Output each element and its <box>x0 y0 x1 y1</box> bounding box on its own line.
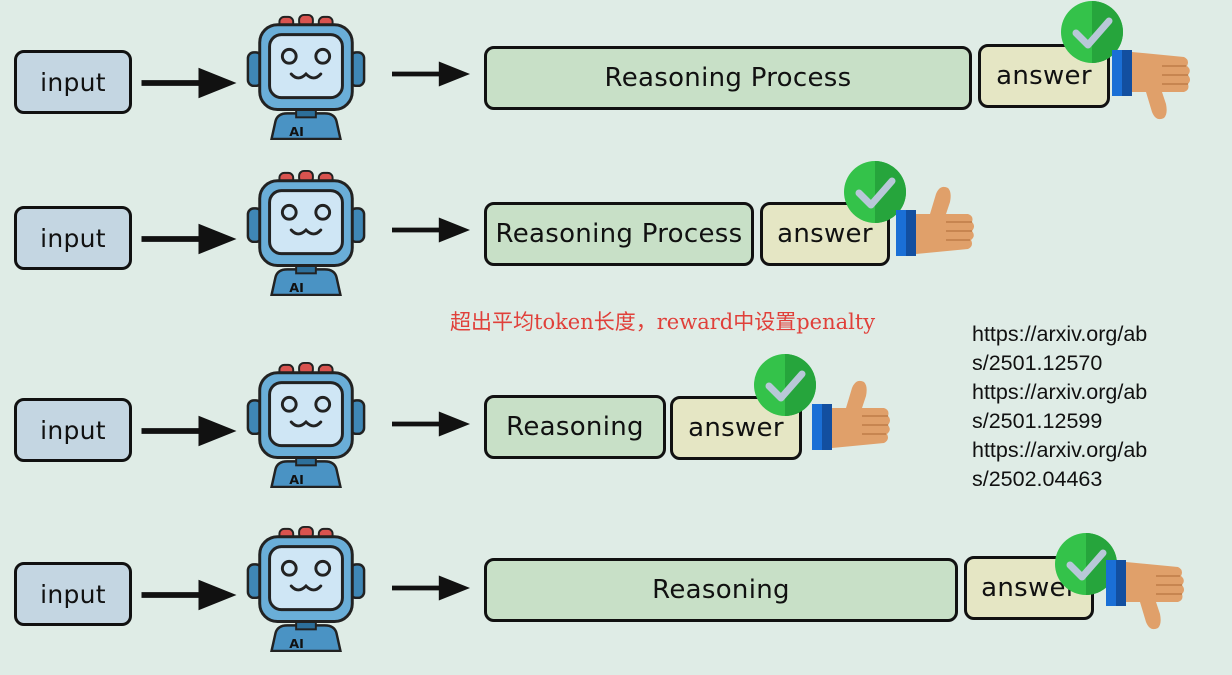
robot-icon <box>242 10 370 140</box>
penalty-annotation: 超出平均token长度，reward中设置penalty <box>450 310 876 334</box>
arrow-icon <box>140 220 238 258</box>
reference-links: https://arxiv.org/ab s/2501.12570 https:… <box>972 320 1192 494</box>
input-box: input <box>14 398 132 462</box>
pipeline-row-3: input Reasoning answer <box>0 350 1232 510</box>
reasoning-box: Reasoning <box>484 558 958 622</box>
robot-icon <box>242 522 370 652</box>
reference-link-line[interactable]: https://arxiv.org/ab <box>972 380 1148 404</box>
check-icon <box>753 353 817 417</box>
reference-link-line[interactable]: s/2502.04463 <box>972 467 1103 491</box>
reasoning-box: Reasoning <box>484 395 666 459</box>
arrow-icon <box>392 214 470 246</box>
arrow-icon <box>392 572 470 604</box>
pipeline-row-1: input Reasoning Process answer <box>0 0 1232 160</box>
input-box: input <box>14 50 132 114</box>
answer-box: answer <box>670 396 802 460</box>
thumbs-up-icon <box>896 180 976 260</box>
reasoning-box: Reasoning Process <box>484 202 754 266</box>
arrow-icon <box>140 576 238 614</box>
thumbs-down-icon <box>1112 46 1192 126</box>
answer-box: answer <box>760 202 890 266</box>
input-box: input <box>14 206 132 270</box>
reference-link-line[interactable]: s/2501.12599 <box>972 409 1103 433</box>
arrow-icon <box>392 58 470 90</box>
reference-link-line[interactable]: https://arxiv.org/ab <box>972 322 1148 346</box>
pipeline-row-4: input Reasoning answer <box>0 514 1232 674</box>
robot-icon <box>242 166 370 296</box>
robot-icon <box>242 358 370 488</box>
reference-link-line[interactable]: s/2501.12570 <box>972 351 1103 375</box>
pipeline-row-2: input Reasoning Process answer <box>0 156 1232 316</box>
thumbs-down-icon <box>1106 556 1186 636</box>
reference-link-line[interactable]: https://arxiv.org/ab <box>972 438 1148 462</box>
input-box: input <box>14 562 132 626</box>
arrow-icon <box>140 412 238 450</box>
arrow-icon <box>392 408 470 440</box>
thumbs-up-icon <box>812 374 892 454</box>
arrow-icon <box>140 64 238 102</box>
reasoning-box: Reasoning Process <box>484 46 972 110</box>
